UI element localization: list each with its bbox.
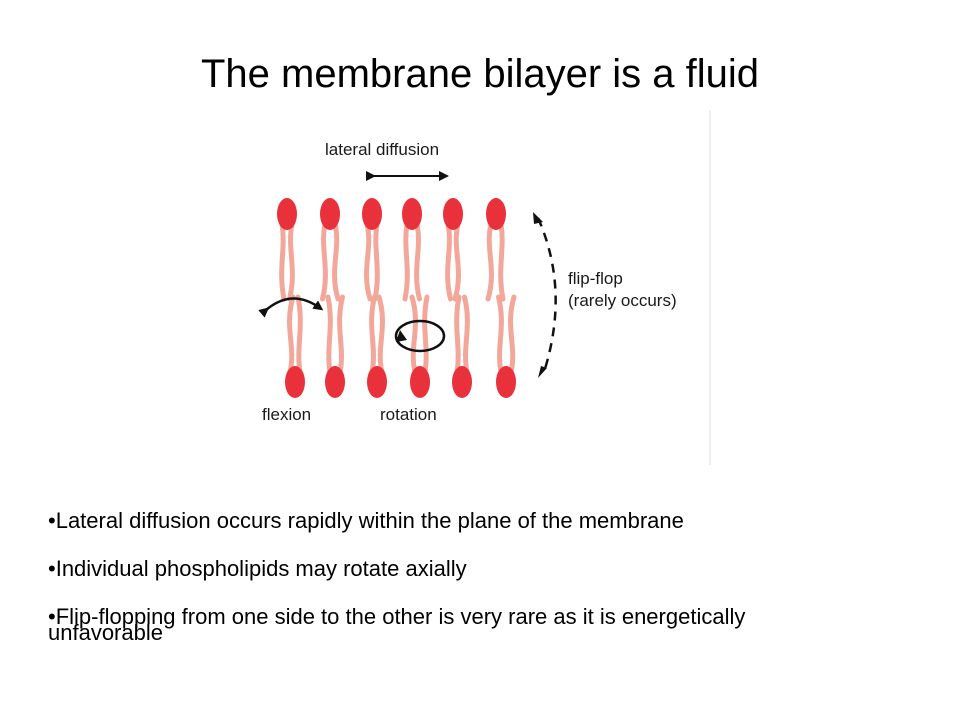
flip-flop-arrowhead-top	[533, 212, 543, 224]
lipid-tail	[422, 294, 430, 375]
flexion-arrow	[258, 297, 324, 318]
lipid-tail	[508, 294, 517, 375]
bilayer-diagram: lateral diffusion flip-flop (rarely occu…	[240, 110, 720, 470]
label-rotation: rotation	[380, 405, 437, 424]
lipid-head	[362, 198, 382, 230]
label-lateral-diffusion: lateral diffusion	[325, 140, 439, 159]
lipid-tail	[452, 221, 461, 302]
lipid-tail	[462, 294, 470, 375]
lipid-tail	[287, 294, 296, 375]
lipid-tail	[369, 294, 377, 375]
lipid-head	[452, 366, 472, 398]
lipid-tail	[414, 221, 422, 302]
lipid-head	[402, 198, 422, 230]
bullet-flip-flop: •Flip-flopping from one side to the othe…	[48, 604, 746, 629]
lipid-head	[320, 198, 340, 230]
lipid-group	[277, 198, 517, 398]
lipid-head	[443, 198, 463, 230]
bullet-flip-flop-continued: unfavorable	[48, 620, 163, 645]
lipid-head	[277, 198, 297, 230]
lipid-tail	[376, 294, 385, 375]
lipid-tail	[402, 221, 410, 302]
flip-flop-arrowhead-bottom	[538, 366, 547, 378]
rotation-arrowhead	[396, 330, 407, 342]
label-flexion: flexion	[262, 405, 311, 424]
lipid-head	[325, 366, 345, 398]
lipid-tail	[279, 221, 287, 302]
lipid-tail	[287, 221, 295, 302]
lipid-tail	[337, 294, 345, 375]
lipid-tail	[364, 221, 373, 302]
bullet-rotation: •Individual phospholipids may rotate axi…	[48, 556, 467, 581]
label-flip-flop: flip-flop	[568, 269, 623, 288]
lipid-head	[367, 366, 387, 398]
lipid-head	[410, 366, 430, 398]
lipid-tail	[498, 221, 506, 302]
lipid-tail	[372, 221, 380, 302]
lipid-tail	[454, 294, 462, 375]
lipid-head	[496, 366, 516, 398]
lipid-head	[285, 366, 305, 398]
label-rarely-occurs: (rarely occurs)	[568, 291, 677, 310]
slide-title: The membrane bilayer is a fluid	[200, 52, 760, 96]
rotation-arrow	[394, 319, 446, 353]
lipid-tail	[409, 294, 418, 375]
bullet-lateral-diffusion: •Lateral diffusion occurs rapidly within…	[48, 508, 684, 533]
lipid-tail	[325, 294, 333, 375]
flip-flop-arrow	[536, 217, 557, 373]
bilayer-svg: lateral diffusion flip-flop (rarely occu…	[258, 110, 711, 465]
lipid-head	[486, 198, 506, 230]
lipid-tail	[295, 294, 303, 375]
lipid-tail	[332, 221, 341, 302]
lipid-tail	[320, 221, 328, 302]
lipid-tail	[496, 294, 504, 375]
lipid-tail	[485, 221, 494, 302]
lipid-tail	[445, 221, 453, 302]
